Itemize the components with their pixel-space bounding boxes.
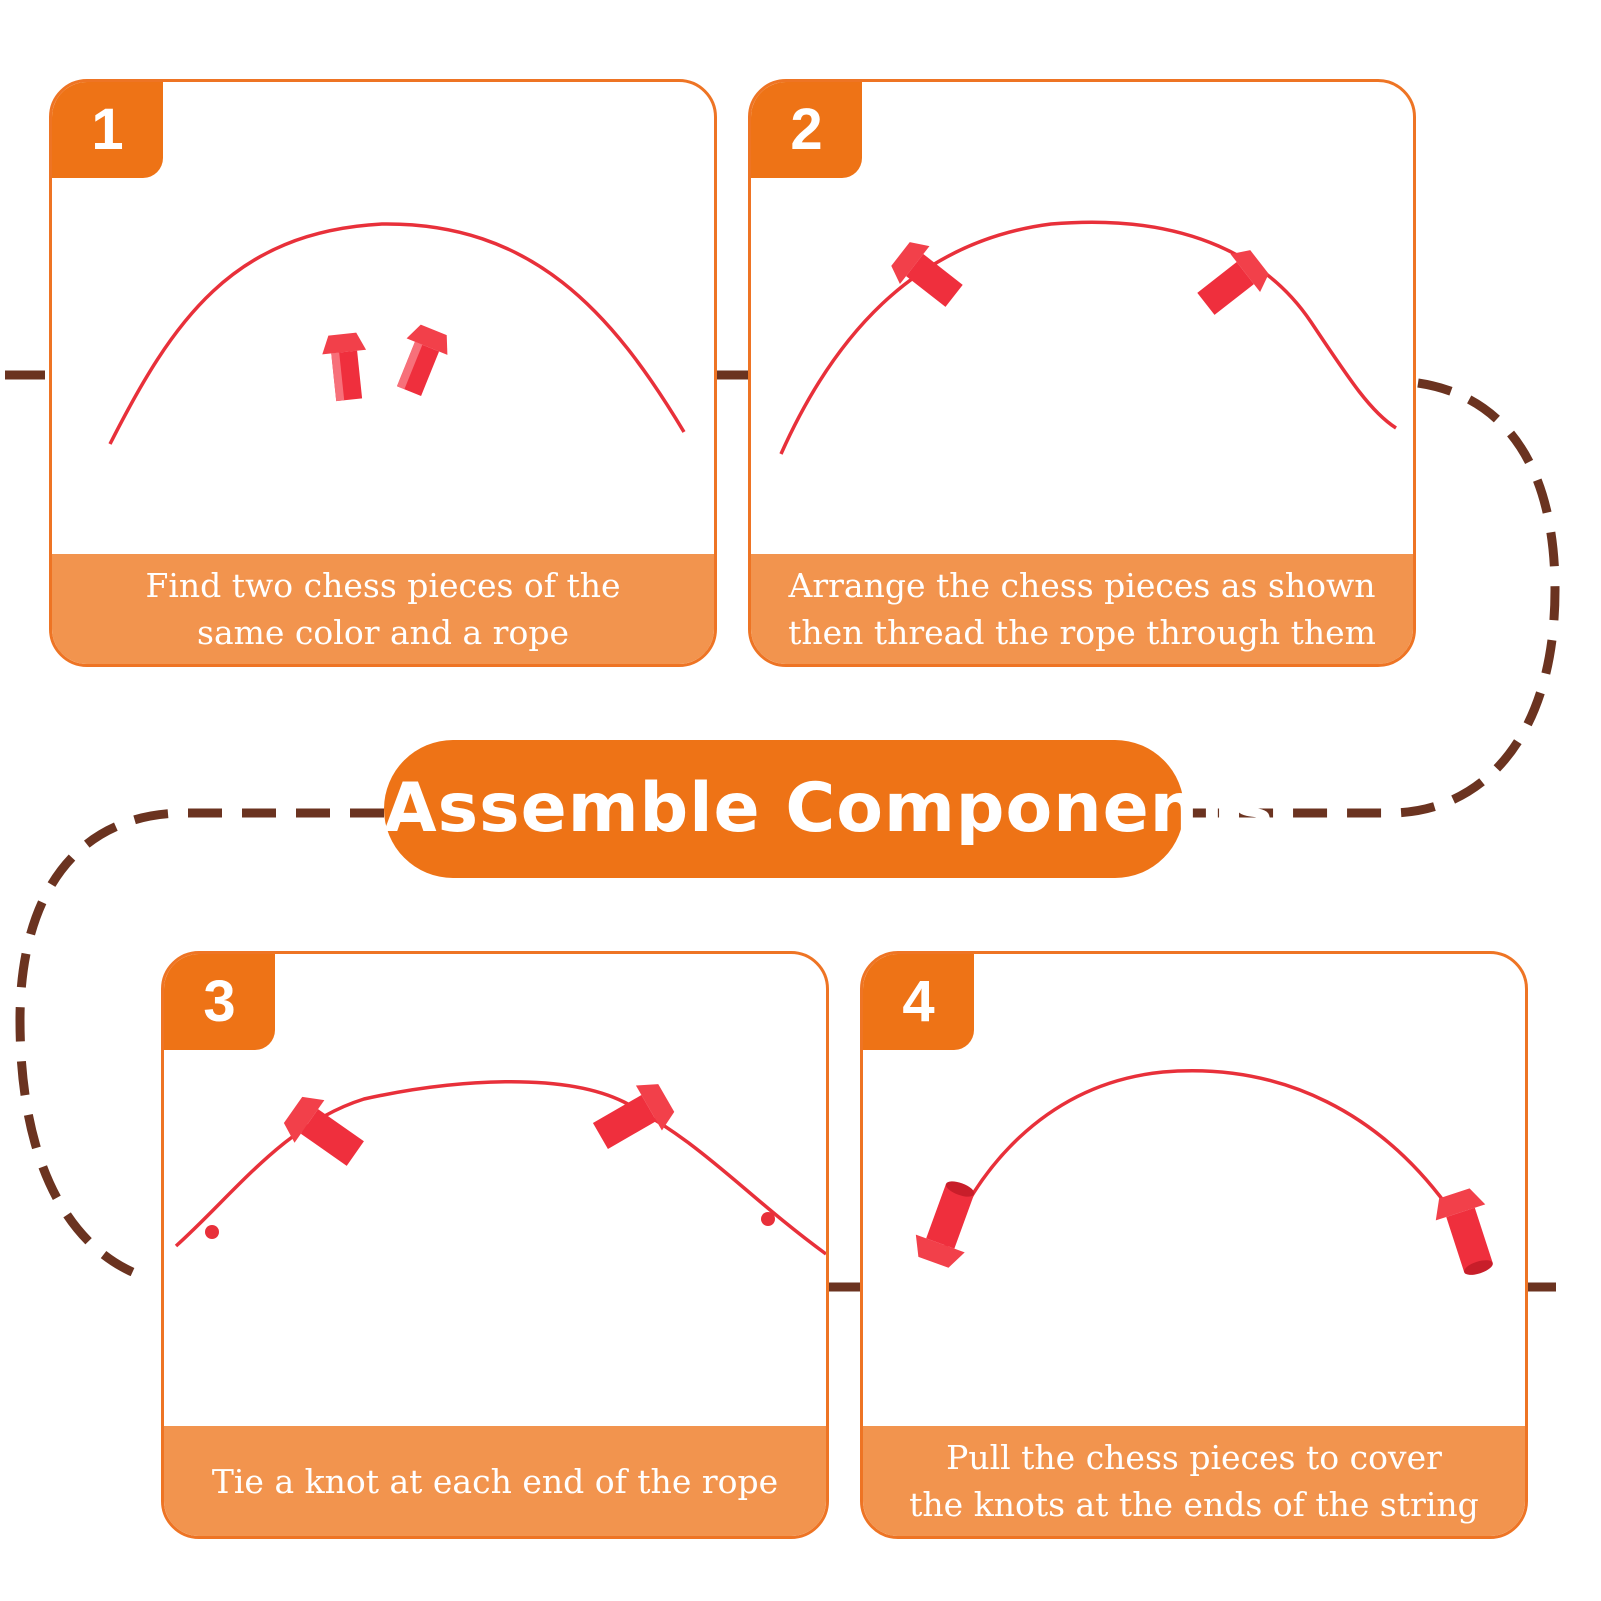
step-caption: Arrange the chess pieces as shown then t… — [751, 554, 1413, 664]
chess-piece-icon — [915, 1181, 975, 1268]
chess-piece-icon — [592, 1084, 675, 1149]
step-photo-3 — [174, 1079, 826, 1256]
caption-line: Find two chess pieces of the — [145, 566, 621, 605]
step-card-1: 1 Find two chess pieces of the same colo… — [49, 79, 717, 667]
caption-line: the knots at the ends of the string — [909, 1485, 1479, 1524]
step-caption: Tie a knot at each end of the rope — [164, 1426, 826, 1536]
caption-line: Pull the chess pieces to cover — [946, 1438, 1442, 1477]
caption-line: same color and a rope — [197, 613, 569, 652]
step-card-2: 2 Arrange the chess pieces as shown then… — [748, 79, 1416, 667]
step-photo-2 — [779, 220, 1397, 455]
connector-dashed-right — [1186, 378, 1560, 818]
step-photo-4 — [915, 1069, 1493, 1275]
chess-piece-icon — [396, 324, 448, 396]
step-number-badge: 1 — [52, 82, 163, 178]
connector-dashed-left — [15, 808, 384, 1282]
step-caption: Pull the chess pieces to cover the knots… — [863, 1426, 1525, 1536]
page-title: Assemble Components — [384, 740, 1273, 878]
step-number-badge: 2 — [751, 82, 862, 178]
chess-piece-icon — [891, 242, 963, 307]
chess-piece-icon — [1197, 250, 1269, 315]
step-card-3: 3 Tie a knot at each end of the rope — [161, 951, 829, 1539]
step-card-4: 4 Pull the chess pieces to cover the kno… — [860, 951, 1528, 1539]
knot-icon — [761, 1212, 775, 1226]
step-number-badge: 4 — [863, 954, 974, 1050]
caption-line: then thread the rope through them — [788, 613, 1376, 652]
step-photo-1 — [108, 222, 686, 445]
knot-icon — [205, 1225, 219, 1239]
caption-line: Arrange the chess pieces as shown — [788, 566, 1376, 605]
caption-line: Tie a knot at each end of the rope — [211, 1461, 779, 1501]
chess-piece-icon — [1435, 1188, 1493, 1275]
step-caption: Find two chess pieces of the same color … — [52, 554, 714, 664]
chess-piece-icon — [322, 332, 367, 402]
step-number-badge: 3 — [164, 954, 275, 1050]
chess-piece-icon — [283, 1096, 364, 1166]
